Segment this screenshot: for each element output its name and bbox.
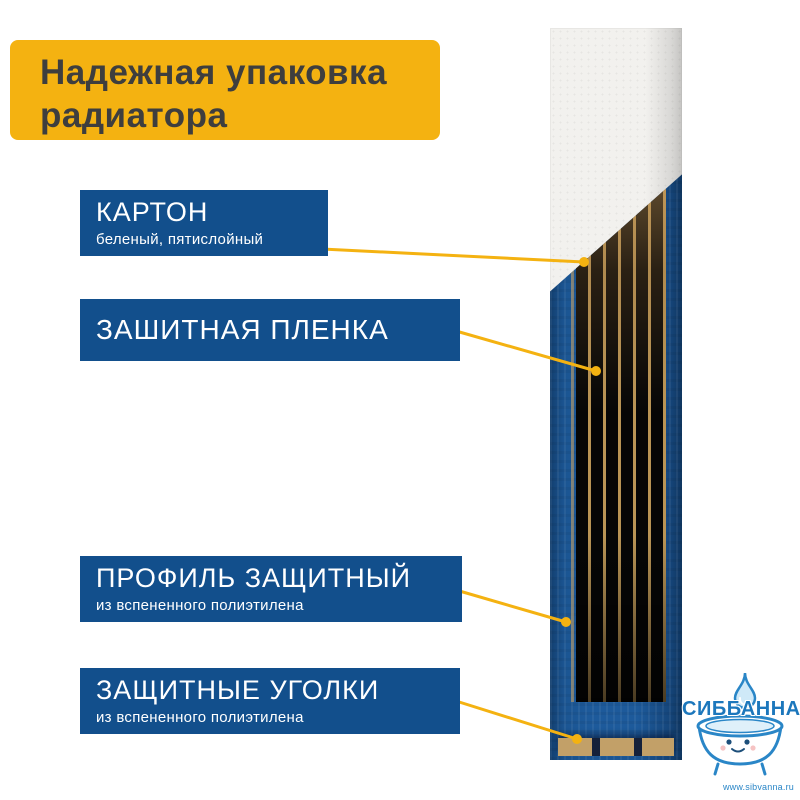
title-line-1: Надежная упаковка [40,53,388,92]
label-profile: ПРОФИЛЬ ЗАЩИТНЫЙ из вспененного полиэтил… [80,556,462,622]
water-drop-icon [733,672,757,710]
side-rail [571,258,574,702]
label-carton: КАРТОН беленый, пятислойный [80,190,328,256]
title-line-2: радиатора [40,95,228,135]
label-corners-subtitle: из вспененного полиэтилена [96,708,304,726]
label-film-title: ЗАШИТНАЯ ПЛЕНКА [96,313,389,345]
logo-brand: СИББАННА [682,698,800,720]
blue-protective-wrap [550,174,682,760]
label-carton-title: КАРТОН [96,197,209,228]
packed-radiator-photo [550,28,682,760]
label-corners-title: ЗАЩИТНЫЕ УГОЛКИ [96,675,380,706]
slat-highlight [576,174,666,702]
label-film: ЗАШИТНАЯ ПЛЕНКА [80,299,460,361]
label-carton-subtitle: беленый, пятислойный [96,230,264,248]
label-profile-subtitle: из вспененного полиэтилена [96,596,304,614]
leader-line-carton [321,247,585,264]
label-corners: ЗАЩИТНЫЕ УГОЛКИ из вспененного полиэтиле… [80,668,460,734]
logo-website: www.sibvanna.ru [722,782,794,792]
sibvanna-logo: СИББАННА www.sibvanna.ru [680,670,800,794]
bathtub-icon [696,714,784,776]
title-banner: Надежная упаковка радиатора [10,40,440,140]
bottom-corner-protectors [558,738,674,756]
label-profile-title: ПРОФИЛЬ ЗАЩИТНЫЙ [96,563,412,594]
